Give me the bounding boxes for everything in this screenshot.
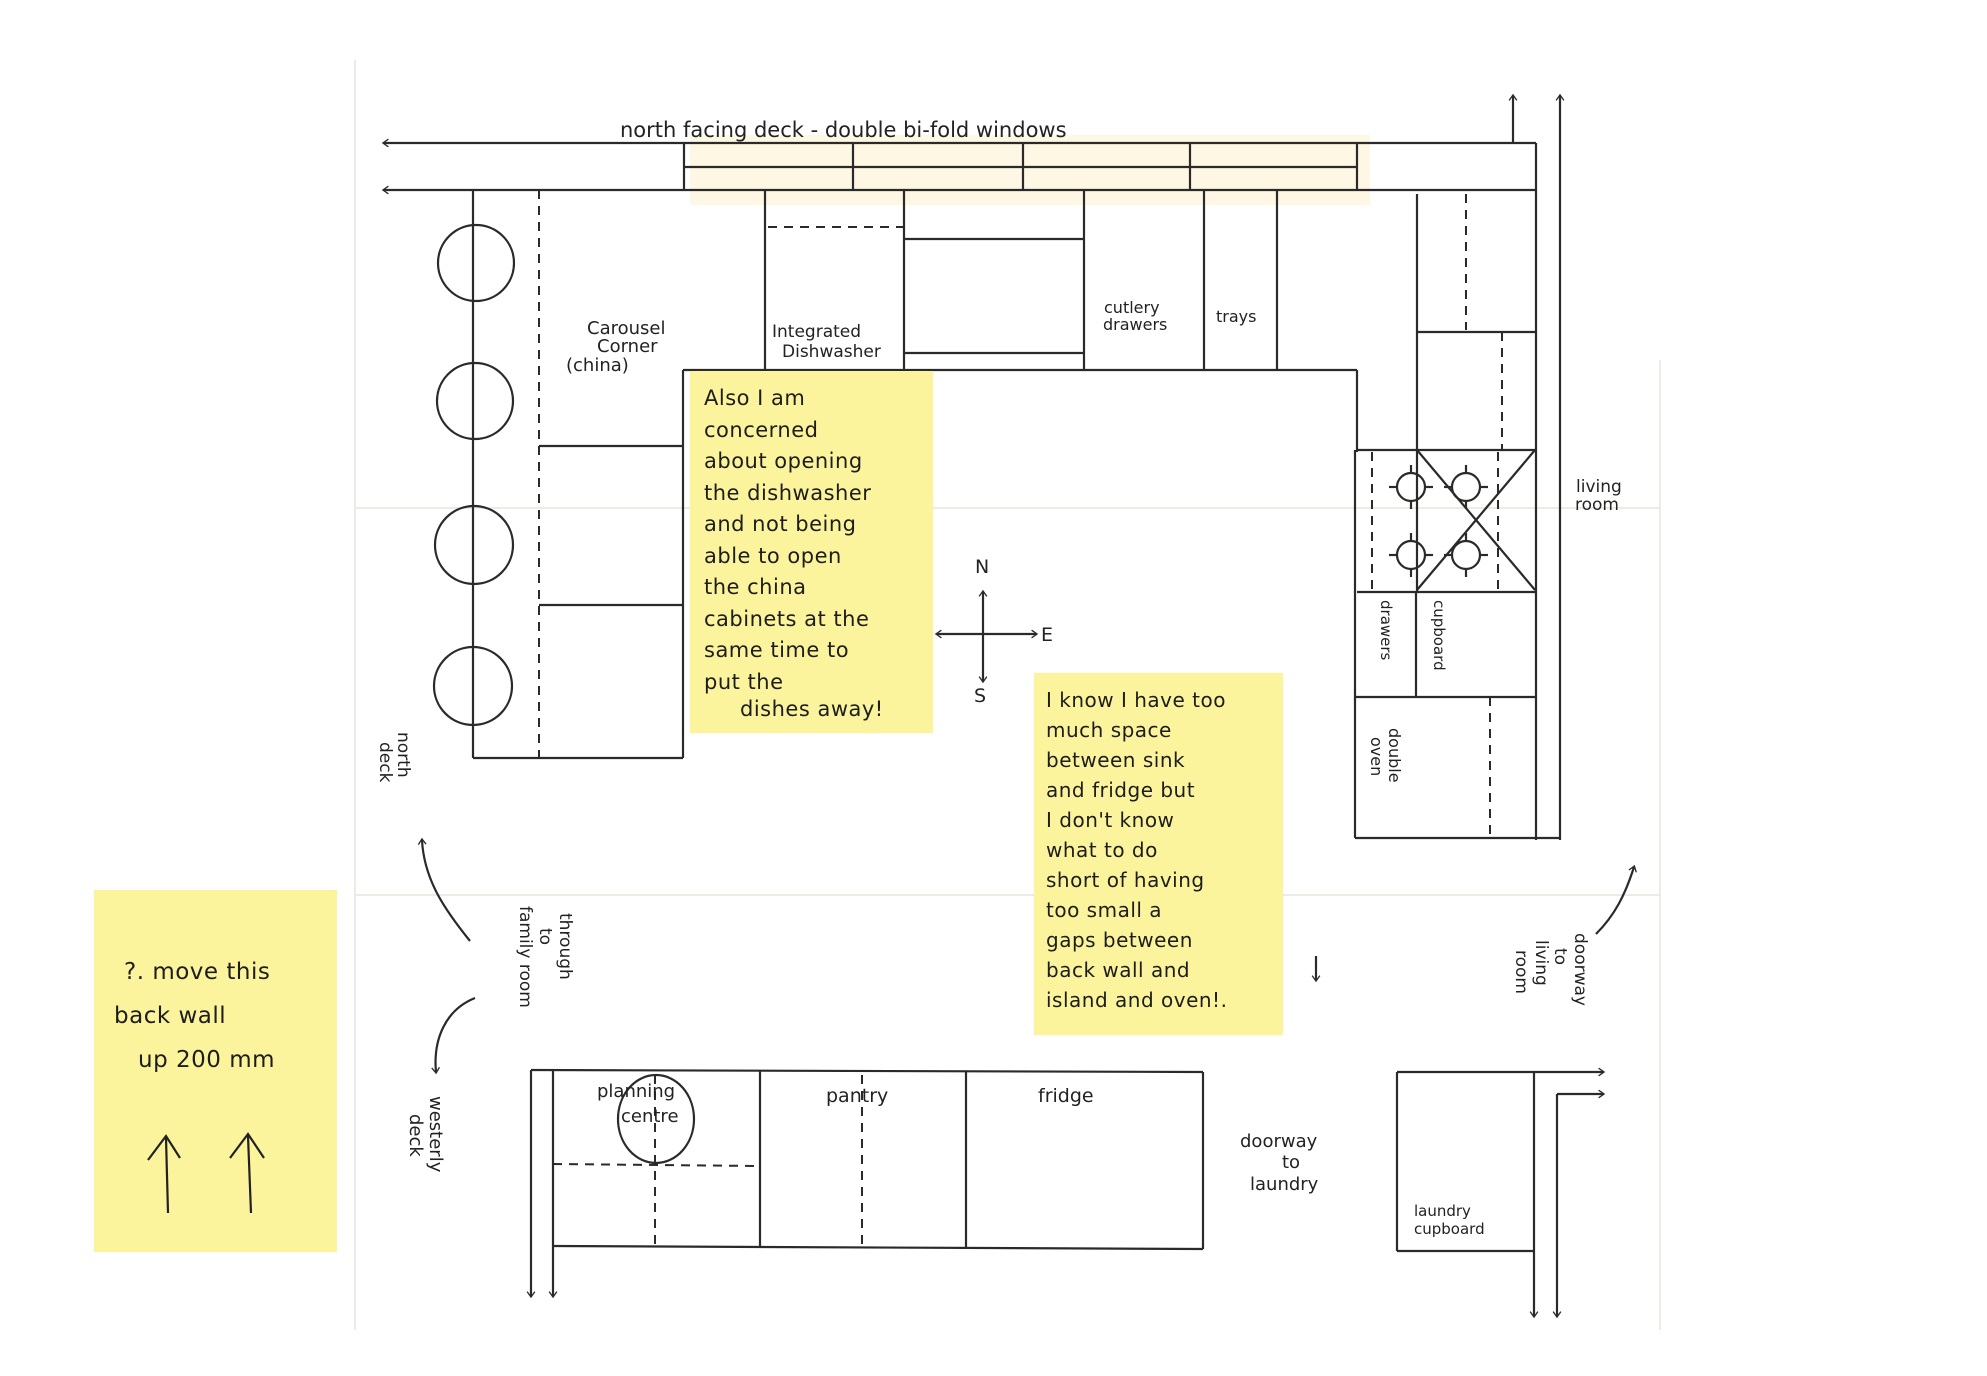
sticky-note-space: I know I have too much space between sin… xyxy=(1034,673,1283,1035)
note-line: the china xyxy=(704,575,807,599)
note-line: up 200 mm xyxy=(138,1047,276,1073)
arrow-up-icon xyxy=(147,1134,181,1214)
sheet-edges xyxy=(354,60,1661,1330)
label-carousel-3: (china) xyxy=(566,355,629,376)
compass-n: N xyxy=(975,556,989,578)
label-oven-1: double xyxy=(1385,728,1404,783)
label-doorway-living-1: doorway xyxy=(1570,933,1590,1006)
label-family-3: family room xyxy=(515,906,535,1008)
compass-e: E xyxy=(1041,624,1053,646)
top-bench-run xyxy=(683,190,1359,452)
label-oven-2: oven xyxy=(1367,737,1386,776)
note-line: the dishwasher xyxy=(704,480,872,505)
burner-icon xyxy=(1389,465,1433,509)
note-line: able to open xyxy=(704,543,842,568)
label-living-1: living xyxy=(1576,477,1622,497)
bottom-bench-run xyxy=(526,1068,1205,1299)
label-doorway-living-4: room xyxy=(1511,950,1531,994)
label-westerly-1: westerly xyxy=(425,1096,446,1173)
label-pantry: pantry xyxy=(826,1085,888,1107)
label-doorway-living-2: to xyxy=(1550,948,1570,965)
sticky-note-dishwasher: Also I am concerned about opening the di… xyxy=(690,371,933,733)
label-dishwasher-2: Dishwasher xyxy=(782,342,881,362)
note-line: much space xyxy=(1046,718,1172,742)
label-trays: trays xyxy=(1216,307,1256,326)
label-living-2: room xyxy=(1575,495,1619,515)
note-line: too small a xyxy=(1046,898,1163,922)
note-line: same time to xyxy=(704,638,850,662)
note-line: and not being xyxy=(704,512,857,536)
sticky-note-move-wall: ?. move this back wall up 200 mm xyxy=(94,890,337,1252)
left-bench-run xyxy=(471,190,685,760)
cabinet-labels: Carousel Corner (china) Integrated Dishw… xyxy=(566,298,1485,1238)
note-line: what to do xyxy=(1046,838,1158,862)
label-laundry-1: laundry xyxy=(1414,1202,1471,1220)
note-line: short of having xyxy=(1046,868,1205,892)
note-line: dishes away! xyxy=(740,697,884,721)
label-carousel-2: Corner xyxy=(597,336,658,357)
bar-stool xyxy=(435,361,515,441)
laundry-area xyxy=(1395,1067,1606,1319)
label-carousel-1: Carousel xyxy=(587,318,665,339)
label-doorway-living-3: living xyxy=(1531,940,1551,986)
note-line: concerned xyxy=(704,417,819,442)
label-dishwasher-1: Integrated xyxy=(772,322,861,342)
bar-stool xyxy=(436,223,516,303)
note-line: cabinets at the xyxy=(704,606,870,631)
north-deck-window-label: north facing deck - double bi-fold windo… xyxy=(620,118,1067,142)
note-line: ?. move this xyxy=(124,959,271,985)
note-line: I don't know xyxy=(1046,808,1175,832)
label-cutlery-1: cutlery xyxy=(1104,298,1160,317)
burner-icon xyxy=(1389,533,1433,577)
label-north-deck-2: deck xyxy=(375,742,395,783)
label-family-2: to xyxy=(535,928,555,945)
label-fridge: fridge xyxy=(1038,1085,1094,1107)
label-planning-2: centre xyxy=(621,1106,679,1127)
note-line: and fridge but xyxy=(1046,778,1196,802)
label-doorway-laundry-2: to xyxy=(1282,1152,1300,1173)
label-westerly-2: deck xyxy=(405,1114,426,1157)
bar-stools xyxy=(432,223,516,727)
direction-arrows xyxy=(417,837,1637,1075)
up-arrows xyxy=(147,1132,265,1214)
note-line: back wall and xyxy=(1046,958,1191,982)
label-drawers: drawers xyxy=(1377,600,1395,661)
note-line: I know I have too xyxy=(1046,688,1226,712)
arrow-up-icon xyxy=(229,1132,265,1214)
room-labels: living room north deck through to family… xyxy=(375,477,1622,1195)
burner-icon xyxy=(1444,465,1488,509)
compass-s: S xyxy=(974,685,986,707)
label-cutlery-2: drawers xyxy=(1103,315,1167,334)
label-cupboard: cupboard xyxy=(1430,600,1448,671)
cooktop xyxy=(1389,465,1488,577)
note-line: about opening xyxy=(704,449,863,473)
note-line: put the xyxy=(704,669,784,694)
burner-icon xyxy=(1444,533,1488,577)
note-line: gaps between xyxy=(1046,928,1193,952)
right-bench-run xyxy=(1353,194,1560,840)
compass-rose: N E S xyxy=(934,556,1053,707)
bar-stool xyxy=(432,645,514,727)
label-doorway-laundry-3: laundry xyxy=(1250,1174,1319,1195)
note-line: back wall xyxy=(114,1003,227,1029)
label-planning-1: planning xyxy=(597,1081,675,1102)
note-line: between sink xyxy=(1046,748,1186,772)
planning-centre-circle xyxy=(616,1073,696,1165)
label-family-1: through xyxy=(555,913,575,980)
label-north-deck-1: north xyxy=(393,732,413,778)
label-doorway-laundry-1: doorway xyxy=(1240,1131,1318,1152)
north-wall-windows xyxy=(381,93,1565,840)
note-line: Also I am xyxy=(704,386,806,410)
note-line: island and oven!. xyxy=(1046,988,1228,1012)
label-laundry-2: cupboard xyxy=(1414,1220,1485,1238)
bar-stool xyxy=(433,504,515,586)
